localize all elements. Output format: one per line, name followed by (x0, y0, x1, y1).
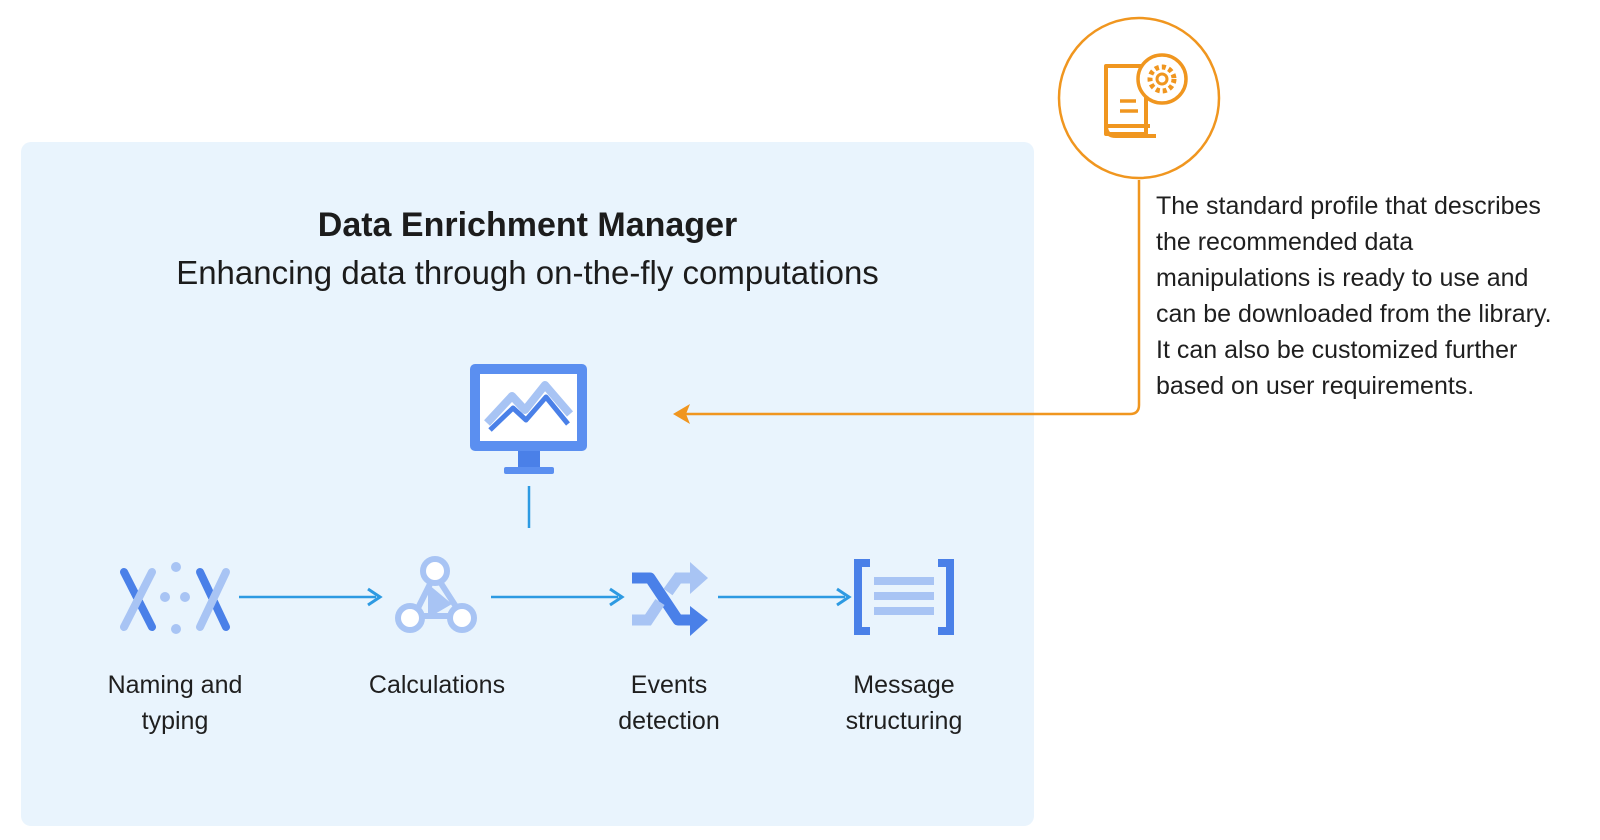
book-gear-icon (1104, 53, 1188, 138)
step-label-line: detection (618, 707, 720, 735)
callout-arrow-head (673, 404, 690, 424)
brackets-icon (854, 559, 954, 635)
step-label-line: structuring (845, 707, 963, 735)
manager-title: Data Enrichment Manager (317, 206, 738, 244)
step-label-line: typing (141, 707, 209, 735)
step-label-line: Events (630, 671, 708, 699)
flow-arrow-1-head (367, 587, 383, 607)
flow-arrow-3-head (836, 587, 852, 607)
step-label-line: Message (853, 671, 955, 699)
flow-arrow-2-head (609, 587, 625, 607)
callout-line: manipulations is ready to use and (1156, 264, 1529, 292)
callout-line: the recommended data (1156, 228, 1414, 256)
callout-line: It can also be customized further (1156, 336, 1518, 364)
step-label-line: Calculations (368, 671, 506, 699)
callout-line: can be downloaded from the library. (1156, 300, 1552, 328)
callout-circle (1057, 16, 1221, 180)
monitor-chart-icon (470, 364, 587, 474)
naming-typing-icon (120, 562, 230, 634)
callout-line: The standard profile that describes (1156, 192, 1541, 220)
shuffle-icon (632, 562, 708, 636)
step-label-events-detection: Events detection (569, 667, 769, 739)
step-label-calculations: Calculations (337, 667, 537, 703)
callout-connector (680, 180, 1141, 416)
callout-line: based on user requirements. (1156, 372, 1475, 400)
calculations-icon (395, 556, 477, 633)
enrichment-manager-panel (21, 142, 1034, 826)
step-label-message-structuring: Message structuring (804, 667, 1004, 739)
callout-description: The standard profile that describes the … (1156, 188, 1596, 404)
step-label-line: Naming and (107, 671, 243, 699)
manager-subtitle: Enhancing data through on-the-fly comput… (176, 254, 879, 291)
step-label-naming-typing: Naming and typing (75, 667, 275, 739)
